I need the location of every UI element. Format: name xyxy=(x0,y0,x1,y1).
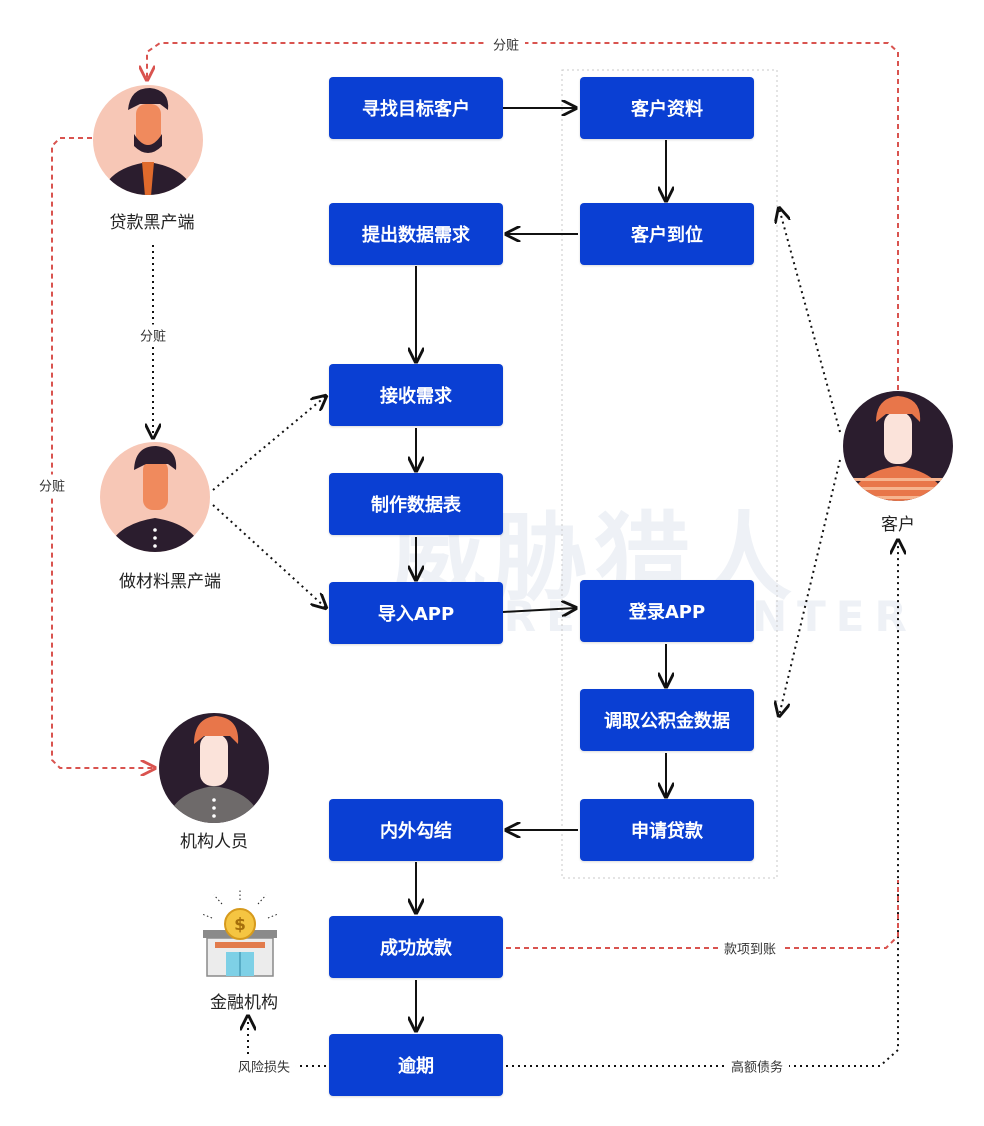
box-import-app: 导入APP xyxy=(329,582,503,644)
svg-text:$: $ xyxy=(234,915,246,935)
dotted-material-to-import xyxy=(212,504,326,608)
label-finance: 金融机构 xyxy=(210,993,278,1013)
red-loan-to-staff xyxy=(51,137,155,768)
right-column-frame xyxy=(561,69,778,879)
bank-icon: $ xyxy=(201,888,279,977)
dotted-overdue-to-customer xyxy=(506,540,898,1067)
label-staff: 机构人员 xyxy=(180,832,248,852)
box-find-target: 寻找目标客户 xyxy=(329,77,503,139)
dotted-customer-to-fetch xyxy=(779,459,841,716)
red-disburse-to-customer xyxy=(506,880,899,949)
box-customer-arrive: 客户到位 xyxy=(580,203,754,265)
red-customer-to-loan xyxy=(147,42,899,390)
avatar-staff xyxy=(159,713,269,823)
label-loan-black: 贷款黑产端 xyxy=(109,213,195,233)
box-fetch-fund: 调取公积金数据 xyxy=(580,689,754,751)
edge-label-share-top: 分赃 xyxy=(486,33,526,55)
arrow-import-to-login xyxy=(502,608,576,612)
avatar-customer xyxy=(843,391,953,501)
edge-label-high-debt: 高额债务 xyxy=(724,1055,790,1077)
box-make-sheet: 制作数据表 xyxy=(329,473,503,535)
box-apply-loan: 申请贷款 xyxy=(580,799,754,861)
edge-label-risk-loss: 风险损失 xyxy=(231,1055,297,1077)
box-collusion: 内外勾结 xyxy=(329,799,503,861)
box-login-app: 登录APP xyxy=(580,580,754,642)
avatar-loan-black xyxy=(93,85,203,195)
edge-label-share-left: 分赃 xyxy=(32,474,72,496)
box-receive-request: 接收需求 xyxy=(329,364,503,426)
box-data-request: 提出数据需求 xyxy=(329,203,503,265)
label-customer: 客户 xyxy=(881,515,915,535)
box-disburse: 成功放款 xyxy=(329,916,503,978)
avatar-material-black xyxy=(100,442,210,552)
box-customer-info: 客户资料 xyxy=(580,77,754,139)
dotted-material-to-receive xyxy=(212,396,326,491)
dotted-customer-to-arrive xyxy=(779,208,841,433)
box-overdue: 逾期 xyxy=(329,1034,503,1096)
edge-label-share-mid: 分赃 xyxy=(133,324,173,346)
edge-label-funds-arrive: 款项到账 xyxy=(717,937,783,959)
label-material-black: 做材料黑产端 xyxy=(119,572,221,592)
